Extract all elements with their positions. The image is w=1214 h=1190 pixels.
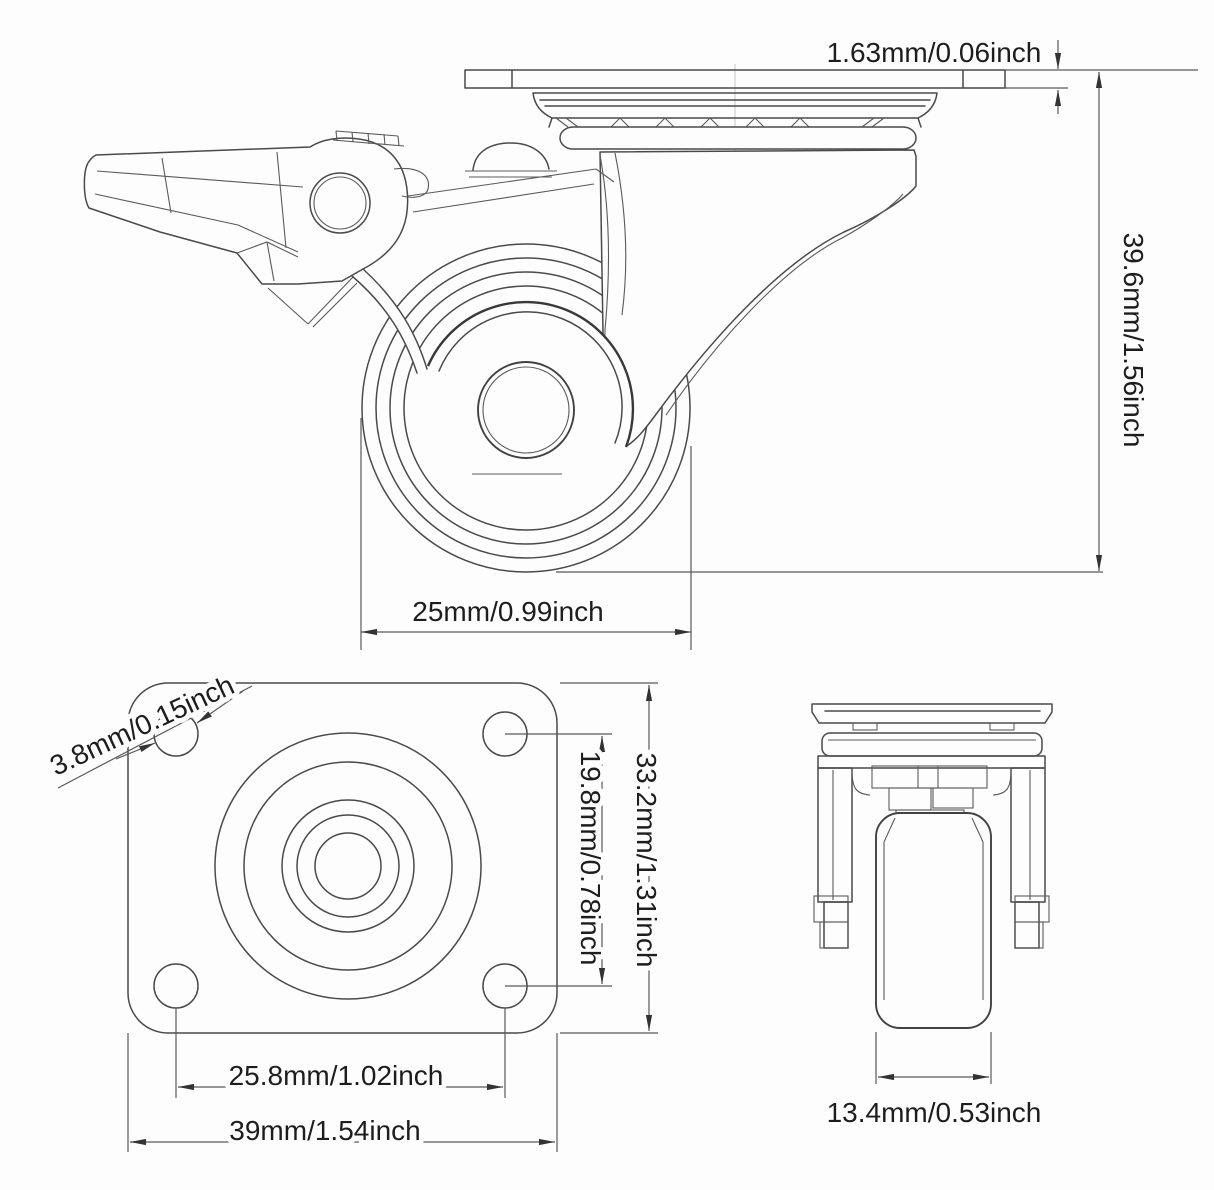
hole-diameter-arrow-left: [115, 742, 156, 760]
wheel-front-tread-lines: [883, 817, 984, 1000]
axle-boss-arc-outer: [426, 300, 635, 448]
brake-rod: [267, 276, 358, 328]
top-plate-front: [811, 703, 1053, 724]
bearing-block-row: [871, 765, 988, 789]
kingpin-ring-inner: [296, 814, 400, 918]
plate-width-label: 39mm/1.54inch: [229, 1115, 420, 1146]
brake-block-right-upper: [1014, 895, 1050, 923]
fork-blade-inner-edge: [665, 193, 904, 416]
axle-boss-arc-inner: [438, 311, 623, 444]
brake-block-right-lower: [1014, 921, 1044, 949]
swivel-bearing-race: [532, 92, 938, 128]
kingpin-bore: [314, 832, 382, 900]
fork-leg-right: [1010, 767, 1046, 903]
fork-legs-front: [813, 767, 1050, 949]
fork-crown: [559, 126, 917, 150]
kingpin-ring-outer: [281, 799, 415, 933]
brake-block-left-upper: [813, 895, 849, 923]
hub-bore: [477, 361, 575, 459]
ball-bearing-row: [555, 117, 885, 128]
wheel-diameter-extension-lines: [360, 418, 692, 650]
side-view-dimensions: 1.63mm/0.06inch 39.6mm/1.56inch 25mm/0.9…: [360, 32, 1198, 650]
swivel-flange-front: [817, 755, 1046, 769]
hole-pitch-vertical-label: 19.8mm/0.78inch: [575, 751, 606, 966]
wheel-diameter-label: 25mm/0.99inch: [412, 596, 603, 627]
hole-pitch-horizontal-label: 25.8mm/1.02inch: [229, 1060, 444, 1091]
hub-block-right: [932, 787, 974, 809]
hub-block-left: [888, 787, 932, 811]
wheel-width-extension-lines: [875, 1032, 992, 1084]
hole-pitch-vertical-extension-lines: [505, 733, 612, 987]
plate-thickness-label: 1.63mm/0.06inch: [827, 37, 1042, 68]
brake-arm-edges: [351, 268, 428, 374]
brake-lever-detail: [94, 151, 304, 282]
swivel-dome-base: [465, 170, 557, 178]
hole-diameter-leader: [57, 685, 253, 789]
plate-length-label: 33.2mm/1.31inch: [631, 753, 662, 968]
fork-front-edge: [599, 152, 627, 446]
wheel-ring-3: [389, 271, 663, 545]
plate-thickness-extension-lines: [1005, 69, 1198, 89]
swivel-ring-2: [243, 761, 453, 971]
overall-height-label: 39.6mm/1.56inch: [1118, 233, 1149, 448]
swivel-ring-outer: [214, 732, 482, 1000]
hub-bore-inner: [482, 366, 570, 454]
lever-pivot-hole-inner: [313, 176, 367, 230]
fork-blade: [599, 149, 917, 453]
brake-block-left-lower: [819, 921, 849, 949]
plate-view: 3.8mm/0.15inch 19.8mm/0.78inch 33.2mm/1.…: [40, 664, 667, 1152]
wheel-width-label: 13.4mm/0.53inch: [827, 1097, 1042, 1128]
plate-length-extension-lines: [560, 682, 658, 1034]
fork-leg-right-detail: [992, 769, 1031, 900]
lever-pivot-hole: [309, 172, 371, 234]
swivel-housing-front: [821, 732, 1043, 757]
fork-leg-right-foot: [1014, 901, 1040, 949]
swivel-dome: [472, 142, 550, 171]
hole-diameter-arrow-right: [196, 690, 244, 724]
swivel-rings-top: [214, 732, 482, 1000]
bolt-hole-bottom-left: [153, 963, 199, 1009]
ratchet-teeth: [332, 130, 405, 147]
plate-tab-left: [852, 722, 878, 731]
wheel-ring-2: [375, 257, 677, 559]
wheel-front: [875, 812, 992, 1029]
brake-arm: [352, 269, 427, 373]
mounting-plate-outline: [127, 682, 558, 1034]
wheel-outer-ring: [361, 243, 691, 573]
bolt-hole-top-left: [153, 711, 199, 757]
side-view: [83, 64, 1006, 573]
plate-width-extension-lines: [127, 1033, 558, 1152]
fork-leg-left-foot: [823, 901, 849, 949]
hole-pitch-horizontal-extension-lines: [175, 1008, 506, 1098]
brake-pedal-ledge: [407, 168, 615, 213]
fork-leg-left-detail: [832, 769, 871, 900]
hole-diameter-label: 3.8mm/0.15inch: [45, 669, 239, 781]
pivot-knob: [393, 167, 430, 198]
plate-tab-right: [989, 722, 1015, 731]
fork-leg-left: [817, 767, 853, 903]
front-view: 13.4mm/0.53inch: [811, 703, 1053, 1133]
bearing-block-dividers: [917, 766, 939, 788]
